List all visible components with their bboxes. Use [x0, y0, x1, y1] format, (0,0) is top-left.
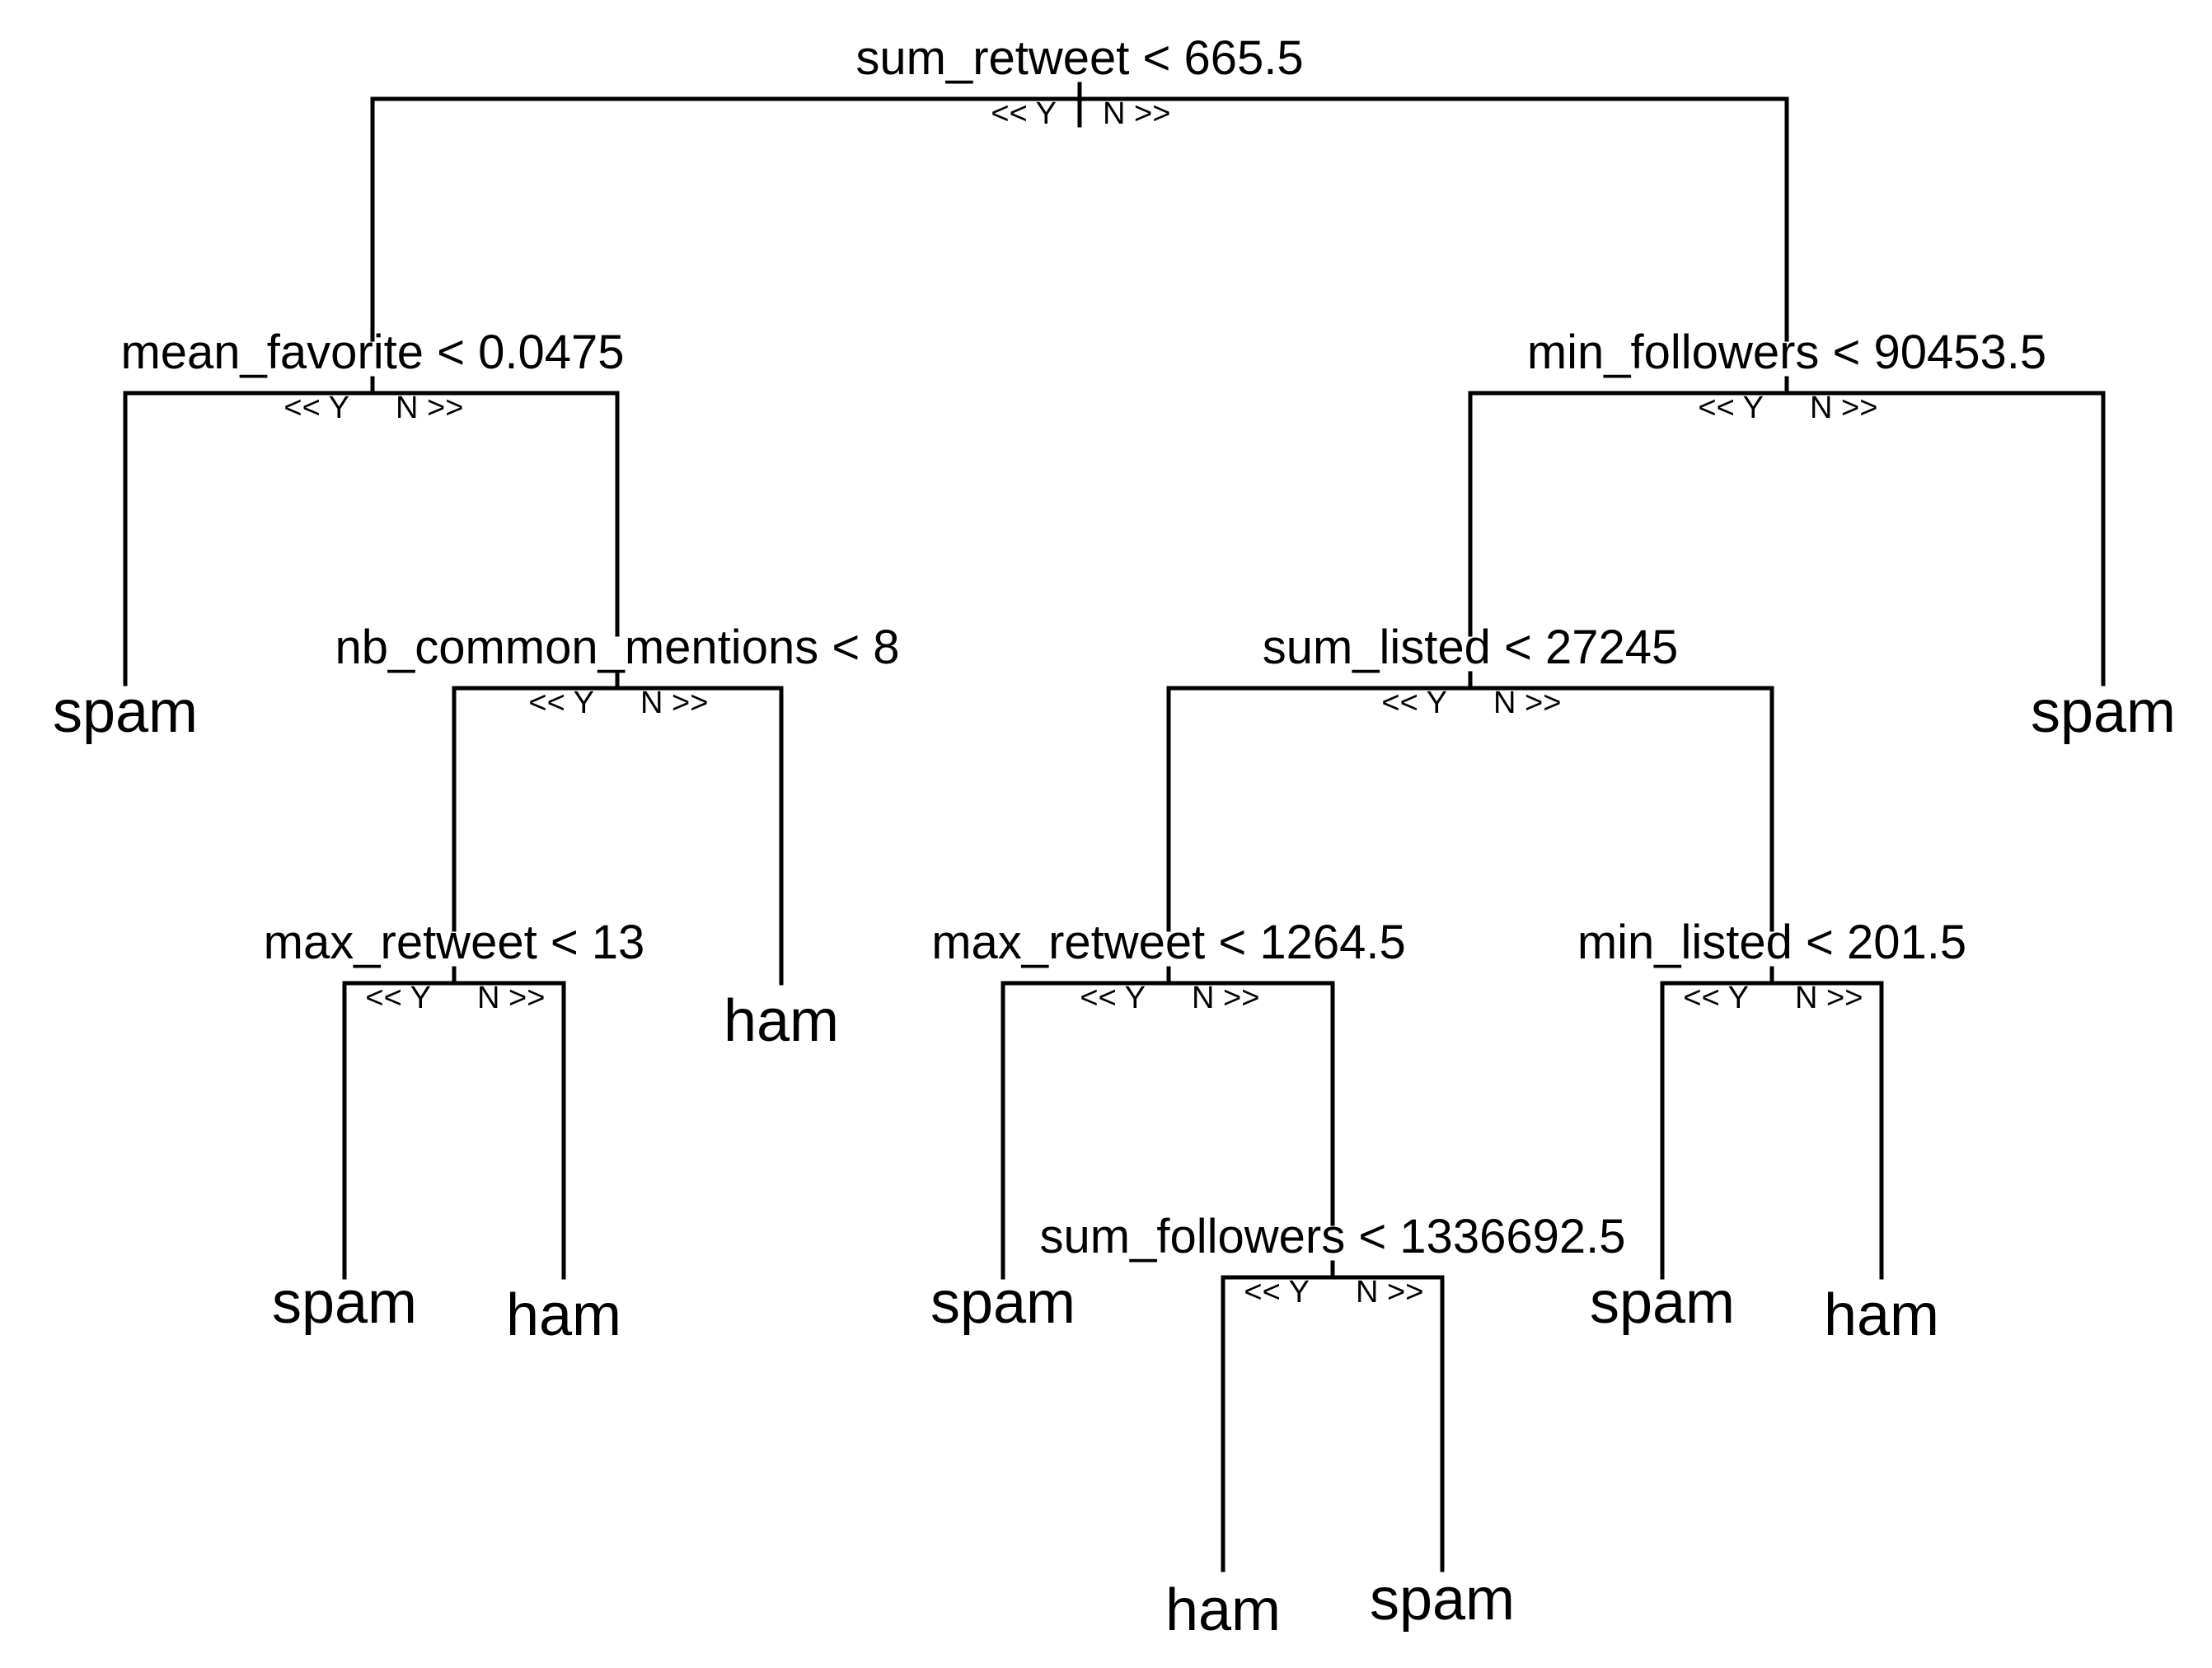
- leaf-label-leaf_8: spam: [1590, 1270, 1735, 1336]
- yes-label-min_followers: << Y: [1698, 391, 1764, 425]
- split-condition-mean_favorite: mean_favorite < 0.0475: [120, 326, 624, 379]
- split-condition-min_listed: min_listed < 201.5: [1577, 916, 1966, 969]
- split-condition-max_retweet_13: max_retweet < 13: [264, 916, 645, 969]
- split-condition-nb_common_mentions: nb_common_mentions < 8: [335, 621, 899, 674]
- no-label-root: N >>: [1103, 96, 1170, 131]
- yes-label-sum_followers: << Y: [1244, 1275, 1310, 1310]
- no-label-sum_listed: N >>: [1493, 686, 1561, 720]
- split-condition-sum_listed: sum_listed < 27245: [1263, 621, 1679, 674]
- leaf-label-leaf_11: spam: [2031, 679, 2176, 745]
- leaf-label-leaf_7: spam: [1370, 1567, 1515, 1633]
- no-label-max_retweet_13: N >>: [477, 981, 545, 1015]
- leaf-label-leaf_1: spam: [53, 679, 198, 745]
- leaf-label-leaf_3: ham: [506, 1282, 621, 1348]
- yes-label-sum_listed: << Y: [1381, 686, 1447, 720]
- leaf-label-leaf_9: ham: [1824, 1282, 1939, 1348]
- split-condition-max_retweet_1264: max_retweet < 1264.5: [931, 916, 1406, 969]
- no-label-max_retweet_1264: N >>: [1192, 981, 1259, 1015]
- leaf-label-leaf_4: ham: [724, 988, 839, 1054]
- yes-label-max_retweet_13: << Y: [365, 981, 431, 1015]
- yes-label-max_retweet_1264: << Y: [1080, 981, 1146, 1015]
- split-condition-sum_followers: sum_followers < 1336692.5: [1040, 1210, 1626, 1263]
- split-condition-min_followers: min_followers < 90453.5: [1527, 326, 2046, 379]
- yes-label-nb_common_mentions: << Y: [528, 686, 594, 720]
- leaf-label-leaf_2: spam: [272, 1270, 417, 1336]
- split-condition-root: sum_retweet < 665.5: [855, 31, 1303, 85]
- leaf-label-leaf_6: ham: [1165, 1577, 1281, 1643]
- no-label-min_followers: N >>: [1810, 391, 1877, 425]
- leaf-label-leaf_5: spam: [930, 1270, 1076, 1336]
- no-label-sum_followers: N >>: [1356, 1275, 1423, 1310]
- no-label-mean_favorite: N >>: [396, 391, 463, 425]
- no-label-nb_common_mentions: N >>: [640, 686, 708, 720]
- yes-label-root: << Y: [991, 96, 1057, 131]
- yes-label-mean_favorite: << Y: [284, 391, 349, 425]
- yes-label-min_listed: << Y: [1683, 981, 1749, 1015]
- no-label-min_listed: N >>: [1795, 981, 1863, 1015]
